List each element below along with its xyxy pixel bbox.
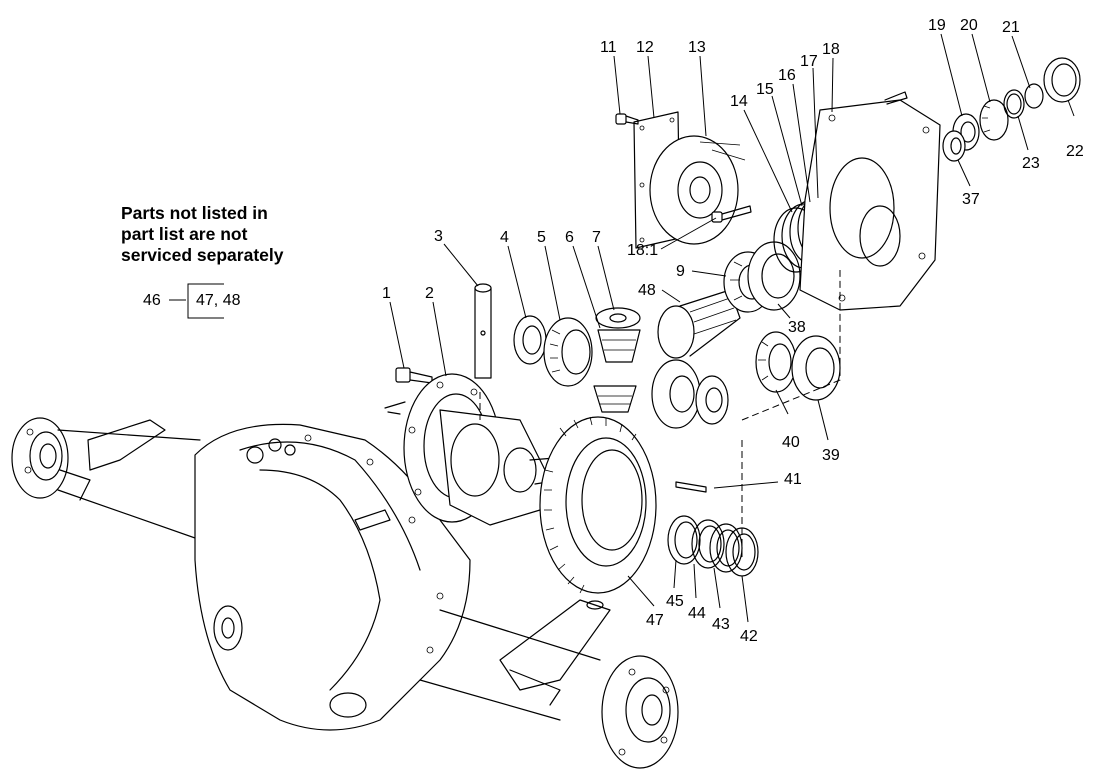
ring-part-21 bbox=[1024, 83, 1044, 109]
bolt-part-1 bbox=[395, 367, 433, 384]
callout-16: 16 bbox=[778, 67, 796, 84]
callout-18-1: 18:1 bbox=[627, 242, 658, 259]
gear-part-20 bbox=[979, 99, 1009, 141]
callout-12: 12 bbox=[636, 39, 654, 56]
note-line-1: Parts not listed in bbox=[121, 203, 268, 223]
callout-43: 43 bbox=[712, 616, 730, 633]
callout-44: 44 bbox=[688, 605, 706, 622]
callout-38: 38 bbox=[788, 319, 806, 336]
gear-case-part-18 bbox=[799, 91, 941, 311]
bolt-part-11 bbox=[615, 113, 639, 125]
pinion-shaft-part-48 bbox=[657, 289, 741, 359]
callout-23: 23 bbox=[1022, 155, 1040, 172]
callout-20: 20 bbox=[960, 17, 978, 34]
callout-15: 15 bbox=[756, 81, 774, 98]
callout-5: 5 bbox=[537, 229, 546, 246]
callout-labels: 1 2 3 4 5 6 7 9 11 12 13 14 15 16 17 18 … bbox=[382, 17, 1084, 645]
callout-1: 1 bbox=[382, 285, 391, 302]
cross-shaft-part-3 bbox=[474, 283, 492, 379]
callout-41: 41 bbox=[784, 471, 802, 488]
callout-37: 37 bbox=[962, 191, 980, 208]
thrust-washer-part-4 bbox=[513, 315, 547, 365]
bearing-part-37 bbox=[942, 130, 966, 162]
snap-ring-part-23 bbox=[1003, 89, 1025, 119]
callout-45: 45 bbox=[666, 593, 684, 610]
callout-42: 42 bbox=[740, 628, 758, 645]
callout-4: 4 bbox=[500, 229, 509, 246]
service-note: Parts not listed in part list are not se… bbox=[121, 203, 284, 265]
lower-side-gear bbox=[651, 359, 729, 429]
callout-47: 47 bbox=[646, 612, 664, 629]
ring-gear-part-47 bbox=[539, 416, 657, 594]
kit-number: 46 bbox=[143, 292, 161, 309]
callout-13: 13 bbox=[688, 39, 706, 56]
lower-pinion-gear bbox=[593, 385, 637, 413]
callout-11: 11 bbox=[600, 39, 617, 56]
axle-housing bbox=[11, 417, 679, 769]
callout-48: 48 bbox=[638, 282, 656, 299]
bearing-part-40 bbox=[755, 331, 797, 393]
bolt-part-18-1 bbox=[711, 205, 752, 223]
race-part-38 bbox=[747, 241, 801, 311]
callout-14: 14 bbox=[730, 93, 748, 110]
bearing-cup-part-39 bbox=[791, 335, 841, 401]
callout-9: 9 bbox=[676, 263, 685, 280]
callout-17: 17 bbox=[800, 53, 818, 70]
cap-part-22 bbox=[1043, 57, 1081, 103]
callout-40: 40 bbox=[782, 434, 800, 451]
kit-bracket: 46 47, 48 bbox=[143, 283, 241, 319]
callout-22: 22 bbox=[1066, 143, 1084, 160]
shim-stack-42-45 bbox=[667, 515, 759, 577]
pinion-gear-part-7 bbox=[595, 307, 641, 329]
alignment-lines bbox=[479, 270, 841, 560]
dowel-pin-part-41 bbox=[675, 481, 707, 493]
note-line-3: serviced separately bbox=[121, 245, 284, 265]
callout-18: 18 bbox=[822, 41, 840, 58]
callout-19: 19 bbox=[928, 17, 946, 34]
pinion-gear-part-6 bbox=[597, 329, 641, 363]
callout-6: 6 bbox=[565, 229, 574, 246]
note-line-2: part list are not bbox=[121, 224, 248, 244]
leader-lines bbox=[389, 33, 1075, 623]
callout-7: 7 bbox=[592, 229, 601, 246]
callout-2: 2 bbox=[425, 285, 434, 302]
callout-39: 39 bbox=[822, 447, 840, 464]
side-gear-part-5 bbox=[543, 317, 593, 387]
callout-3: 3 bbox=[434, 228, 443, 245]
kit-contents: 47, 48 bbox=[196, 292, 241, 309]
callout-21: 21 bbox=[1002, 19, 1020, 36]
cover-part-13 bbox=[649, 135, 746, 245]
